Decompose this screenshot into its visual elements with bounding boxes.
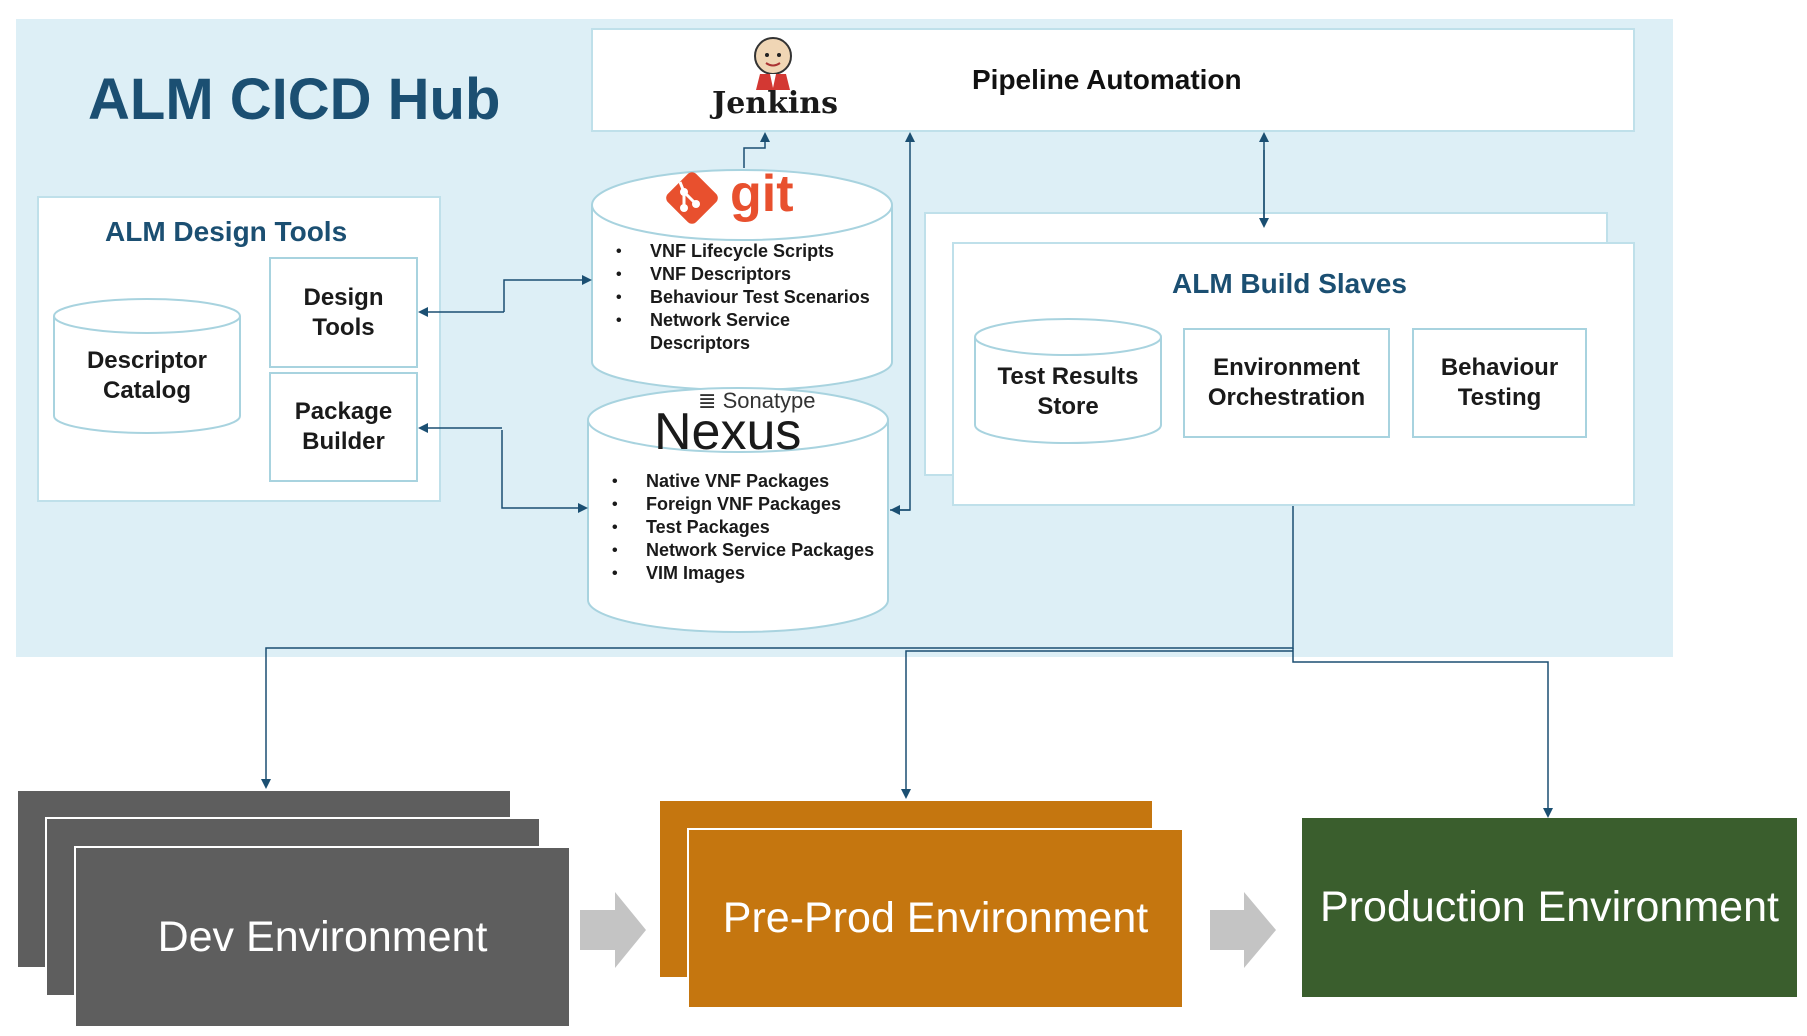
git-diamond-icon <box>666 172 718 224</box>
slaves-to-preprod-arrow <box>901 650 1293 799</box>
git-item: VNF Lifecycle Scripts <box>616 240 882 263</box>
git-wordmark: git <box>730 165 794 223</box>
nexus-item-list: Native VNF Packages Foreign VNF Packages… <box>608 470 878 585</box>
nexus-item: Foreign VNF Packages <box>612 493 878 516</box>
sonatype-text: Sonatype <box>722 388 816 413</box>
build-slaves-title: ALM Build Slaves <box>1172 268 1407 299</box>
git-item: Behaviour Test Scenarios <box>616 286 882 309</box>
git-item-list: VNF Lifecycle Scripts VNF Descriptors Be… <box>612 240 882 355</box>
nexus-brand-large: Nexus <box>654 403 802 461</box>
jenkins-wordmark: Jenkins <box>712 86 838 121</box>
builder-to-nexus-arrow <box>501 430 588 513</box>
production-environment: Production Environment <box>1302 818 1797 997</box>
pipeline-automation-title: Pipeline Automation <box>972 64 1242 95</box>
dev-environment: Dev Environment <box>74 846 571 1028</box>
slaves-to-prod-arrow <box>1292 648 1553 818</box>
git-to-jenkins-arrow <box>743 132 770 168</box>
preprod-environment: Pre-Prod Environment <box>687 828 1184 1009</box>
environment-orchestration-box: Environment Orchestration <box>1183 328 1390 438</box>
git-item: Network Service Descriptors <box>616 309 882 355</box>
git-item: VNF Descriptors <box>616 263 882 286</box>
nexus-logo: ≣ Sonatype Nexus <box>650 388 830 461</box>
descriptor-catalog-label: Descriptor Catalog <box>86 347 208 404</box>
hub-title: ALM CICD Hub <box>88 67 501 132</box>
slaves-to-dev-arrow <box>261 506 1294 789</box>
nexus-item: VIM Images <box>612 562 878 585</box>
test-results-store-cylinder-front <box>974 318 1162 444</box>
nexus-item: Native VNF Packages <box>612 470 878 493</box>
dev-to-preprod-block-arrow <box>580 892 646 968</box>
jenkins-logo: Jenkins <box>700 30 850 126</box>
git-logo: git <box>662 165 812 228</box>
test-results-store-label: Test Results Store <box>997 363 1139 420</box>
nexus-item: Network Service Packages <box>612 539 878 562</box>
nexus-item: Test Packages <box>612 516 878 539</box>
nexus-brand-small: ≣ Sonatype <box>698 388 816 414</box>
design-to-git-arrow <box>503 275 592 312</box>
jenkins-butler-icon <box>754 37 792 90</box>
sonatype-lines-icon: ≣ <box>698 389 717 414</box>
preprod-to-prod-block-arrow <box>1210 892 1276 968</box>
behaviour-testing-box: Behaviour Testing <box>1412 328 1587 438</box>
design-tools-box: Design Tools <box>269 257 418 368</box>
design-tools-title: ALM Design Tools <box>105 216 348 247</box>
nexus-to-pipeline-arrow <box>890 132 915 511</box>
package-builder-box: Package Builder <box>269 372 418 482</box>
descriptor-catalog-cylinder <box>53 298 241 434</box>
